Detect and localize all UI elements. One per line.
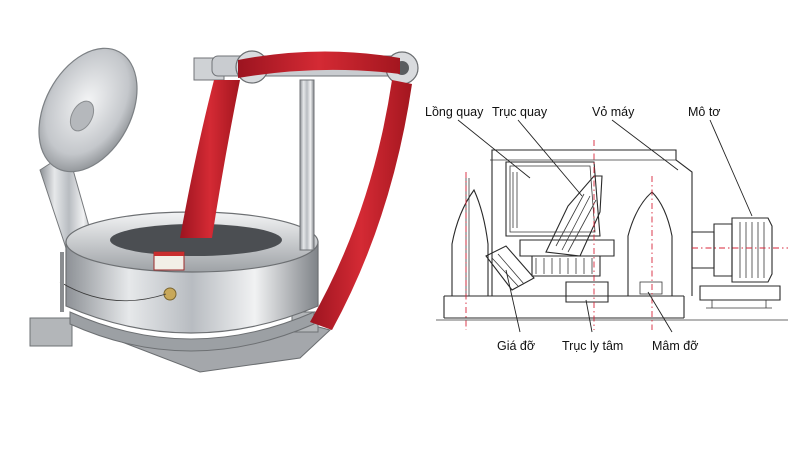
leader-mo-to [709, 119, 753, 217]
left-bracket-hatch [491, 253, 525, 287]
red-strap-left [180, 80, 240, 238]
label-truc-ly-tam: Trục ly tâm [562, 339, 623, 353]
valve-knob [163, 287, 177, 301]
leader-truc-ly-tam [585, 299, 593, 333]
label-truc-quay: Trục quay [492, 105, 548, 119]
leader-mam-do [647, 291, 673, 333]
motor-base [699, 285, 781, 301]
label-mam-do: Mâm đỡ [652, 339, 698, 353]
bearing-housing [519, 239, 615, 277]
motor-base-feet [706, 300, 772, 309]
left-bracket [485, 245, 535, 291]
base-plate [443, 295, 685, 319]
warning-plate-stripe [154, 252, 184, 256]
bearing-teeth [535, 258, 593, 274]
drum-outline [505, 161, 601, 237]
machine-shell [491, 149, 693, 296]
label-long-quay: Lồng quay [425, 105, 484, 119]
leader-gia-do [505, 269, 521, 333]
leader-vo-may [611, 119, 679, 171]
label-gia-do: Giá đỡ [497, 339, 535, 353]
lid-hub [69, 100, 95, 132]
shaft-hatch [555, 193, 597, 253]
machine-foot-left [29, 317, 73, 347]
valve-pipe [59, 281, 167, 302]
red-strap-right [310, 80, 412, 330]
gantry-post [299, 79, 315, 251]
motor-coupling [713, 223, 733, 277]
red-strap-top [238, 51, 400, 78]
drum-opening [110, 224, 282, 256]
motor-body [731, 217, 773, 283]
motor-flange [691, 231, 715, 269]
drum-wall-hatch [512, 172, 518, 228]
center-support-foot [627, 191, 673, 296]
label-vo-may: Vỏ máy [592, 105, 635, 119]
machine-illustration [29, 47, 419, 373]
center-foot-pad [639, 281, 663, 295]
cross-section-diagram: Lồng quay Trục quay Vỏ máy Mô tơ Giá đỡ … [425, 105, 788, 353]
left-rod [465, 178, 470, 296]
bottom-hub [565, 281, 609, 303]
drum-bottom-band [69, 311, 315, 352]
leader-truc-quay [517, 119, 583, 197]
leader-long-quay [457, 119, 531, 179]
motor-fins [739, 222, 765, 278]
left-support-foot [451, 188, 489, 296]
label-mo-to: Mô tơ [688, 105, 721, 119]
drum-inner [509, 165, 596, 233]
